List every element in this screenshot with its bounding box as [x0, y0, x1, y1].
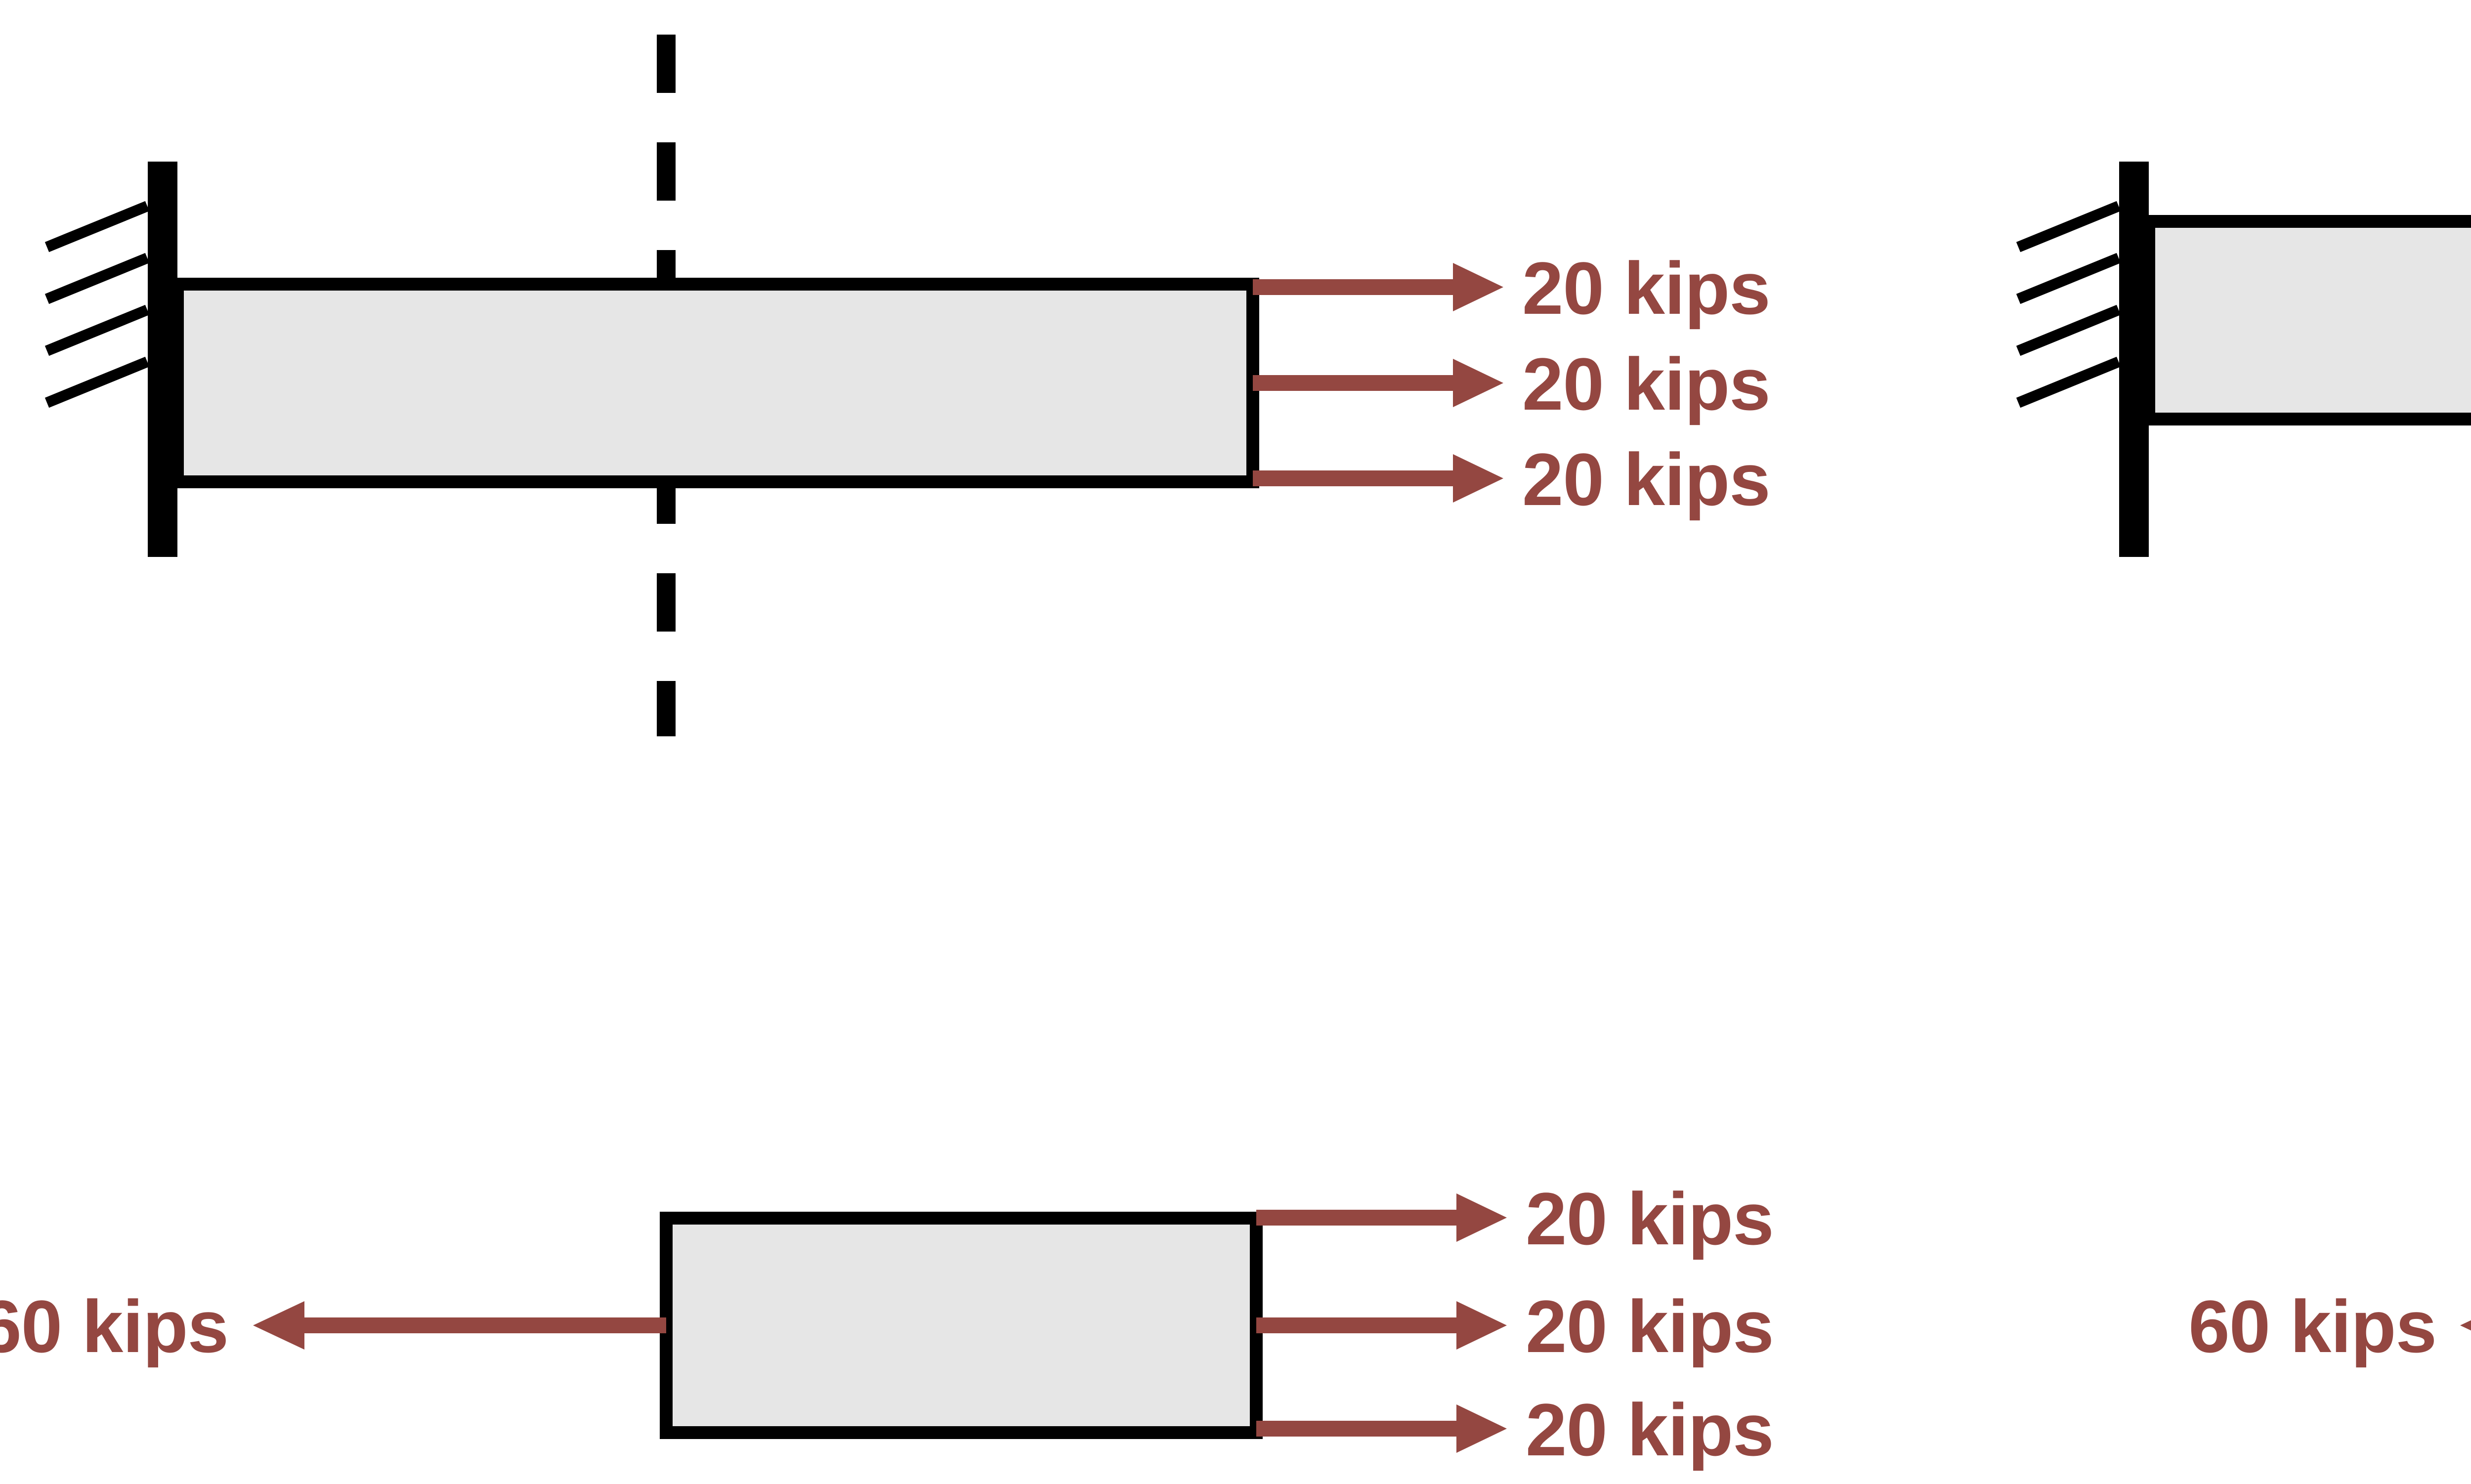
- force-arrow-3: [1253, 454, 1503, 503]
- diagram-top-left: 20 kips 20 kips 20 kips: [44, 35, 1771, 736]
- fixed-support-hatching: [44, 201, 150, 408]
- force-label-2: 20 kips: [1522, 342, 1770, 425]
- reaction-label-left: 60 kips: [0, 1285, 228, 1368]
- diagram-bottom-right: 60 kips 60 kips: [2188, 1285, 2471, 1368]
- diagram-bottom-left: 60 kips 20 kips 20 kips 20 kips: [0, 1177, 1774, 1471]
- force-label-3: 20 kips: [1526, 1388, 1774, 1471]
- force-label-1: 20 kips: [1522, 247, 1770, 330]
- force-arrow-1: [1253, 263, 1503, 311]
- force-label-1: 20 kips: [1526, 1177, 1774, 1260]
- reaction-arrow-left: [2460, 1320, 2471, 1331]
- force-arrow-1: [1256, 1193, 1507, 1242]
- fixed-support-hatching: [2016, 201, 2121, 408]
- force-arrow-2: [1253, 359, 1503, 407]
- reaction-label-left: 60 kips: [2188, 1285, 2436, 1368]
- force-arrow-2: [1256, 1301, 1507, 1350]
- member-bar: [171, 278, 1259, 488]
- member-bar: [2142, 215, 2471, 425]
- member-segment: [660, 1212, 1263, 1439]
- force-arrow-3: [1256, 1404, 1507, 1453]
- force-label-2: 20 kips: [1526, 1285, 1774, 1368]
- diagram-top-right: 60 kips: [2016, 162, 2471, 557]
- force-label-3: 20 kips: [1522, 438, 1770, 521]
- reaction-arrow-left: [253, 1301, 666, 1350]
